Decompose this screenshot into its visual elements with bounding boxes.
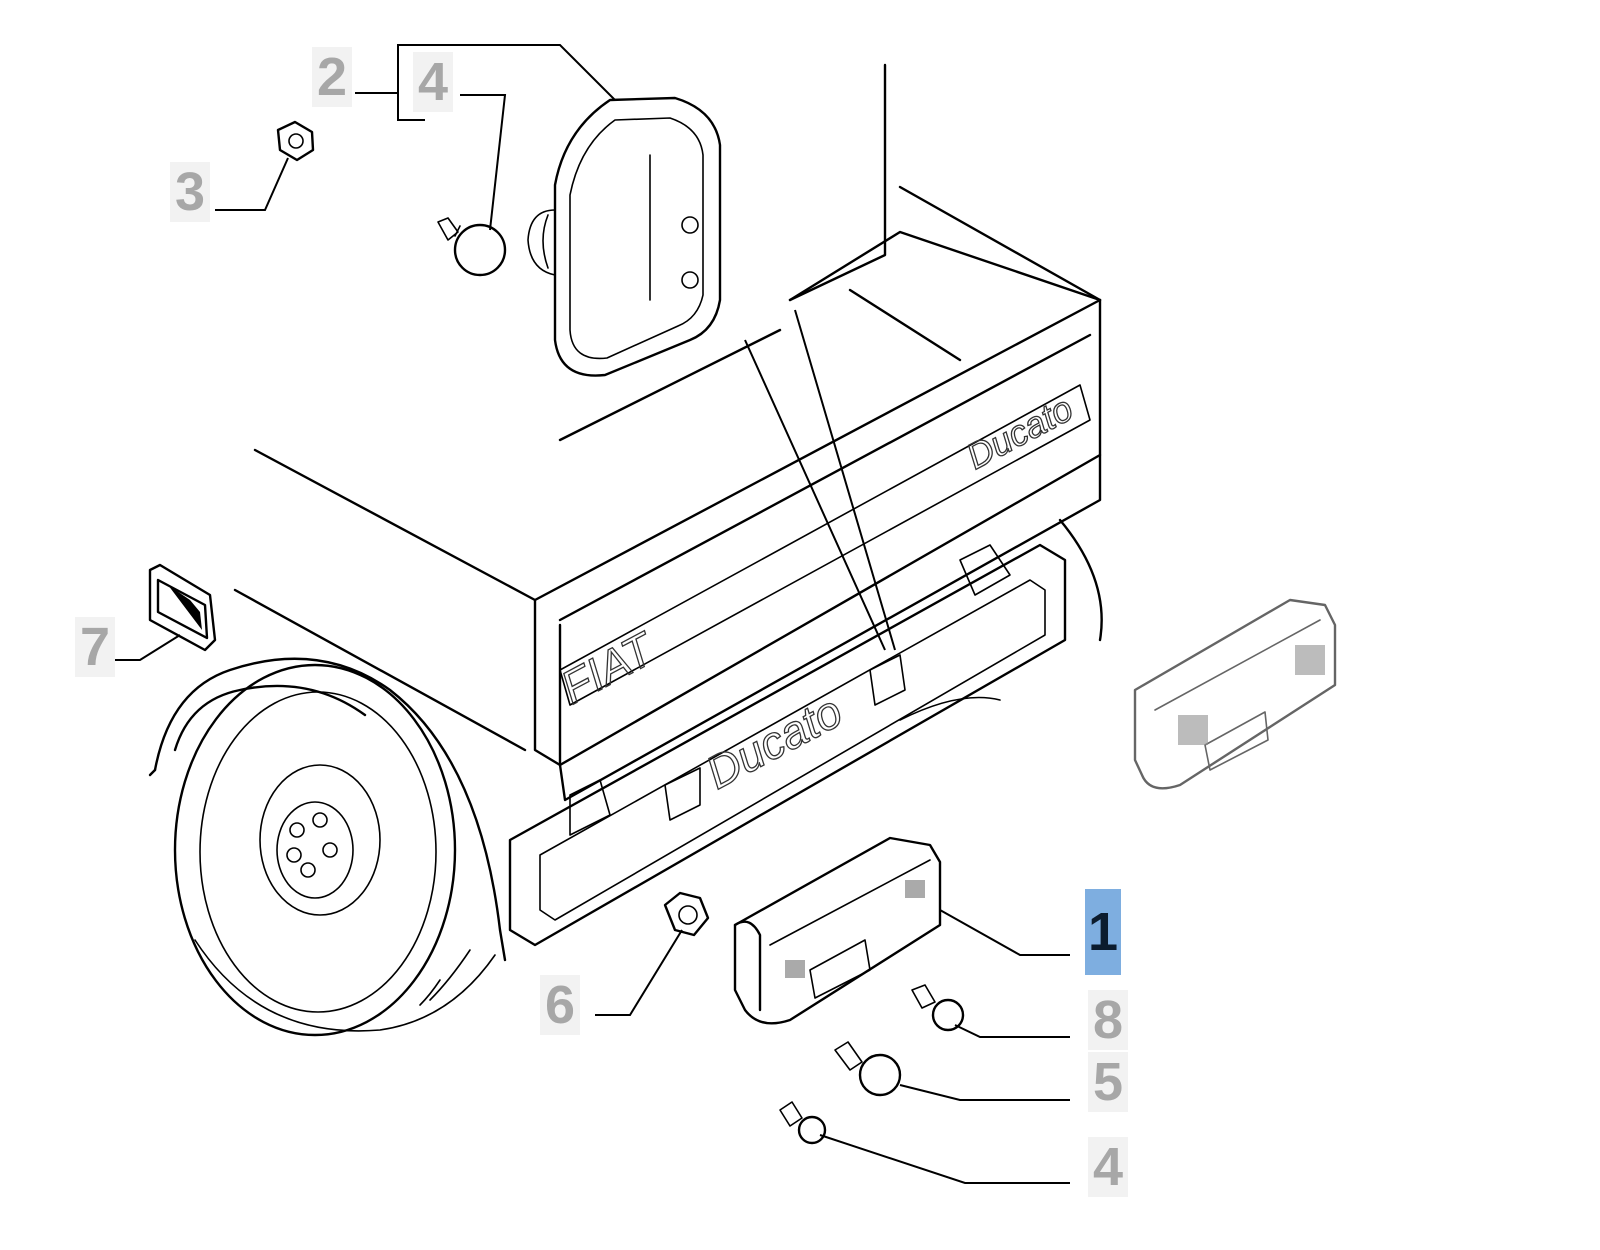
vehicle-rear-body	[233, 63, 1103, 947]
tailgate-top-lettering: Ducato	[960, 387, 1080, 477]
callout-4-bottom[interactable]: 4	[1088, 1137, 1128, 1197]
callout-7[interactable]: 7	[75, 617, 115, 677]
bulb-upper	[437, 217, 507, 277]
wheel-and-fender	[148, 657, 507, 1037]
callout-8[interactable]: 8	[1088, 990, 1128, 1050]
bulb-4-lower	[779, 1101, 827, 1145]
rear-combination-lamp	[733, 836, 942, 1025]
bulb-5	[834, 1041, 902, 1097]
hex-nut-upper	[276, 120, 315, 162]
callout-2[interactable]: 2	[312, 47, 352, 107]
leader-lines	[107, 44, 1070, 1184]
callout-5[interactable]: 5	[1088, 1052, 1128, 1112]
callout-4-top[interactable]: 4	[413, 52, 453, 112]
hex-nut-lower	[663, 891, 710, 937]
bumper-lettering: Ducato	[697, 684, 850, 798]
callout-1-highlighted[interactable]: 1	[1085, 889, 1121, 975]
bulb-8	[911, 984, 965, 1032]
upper-lamp-housing	[527, 96, 722, 377]
side-marker-lamp	[148, 563, 217, 652]
bed-brand-lettering: FIAT	[552, 621, 664, 713]
rear-lamp-alternate	[1133, 598, 1337, 790]
callout-3[interactable]: 3	[170, 162, 210, 222]
callout-6[interactable]: 6	[540, 975, 580, 1035]
